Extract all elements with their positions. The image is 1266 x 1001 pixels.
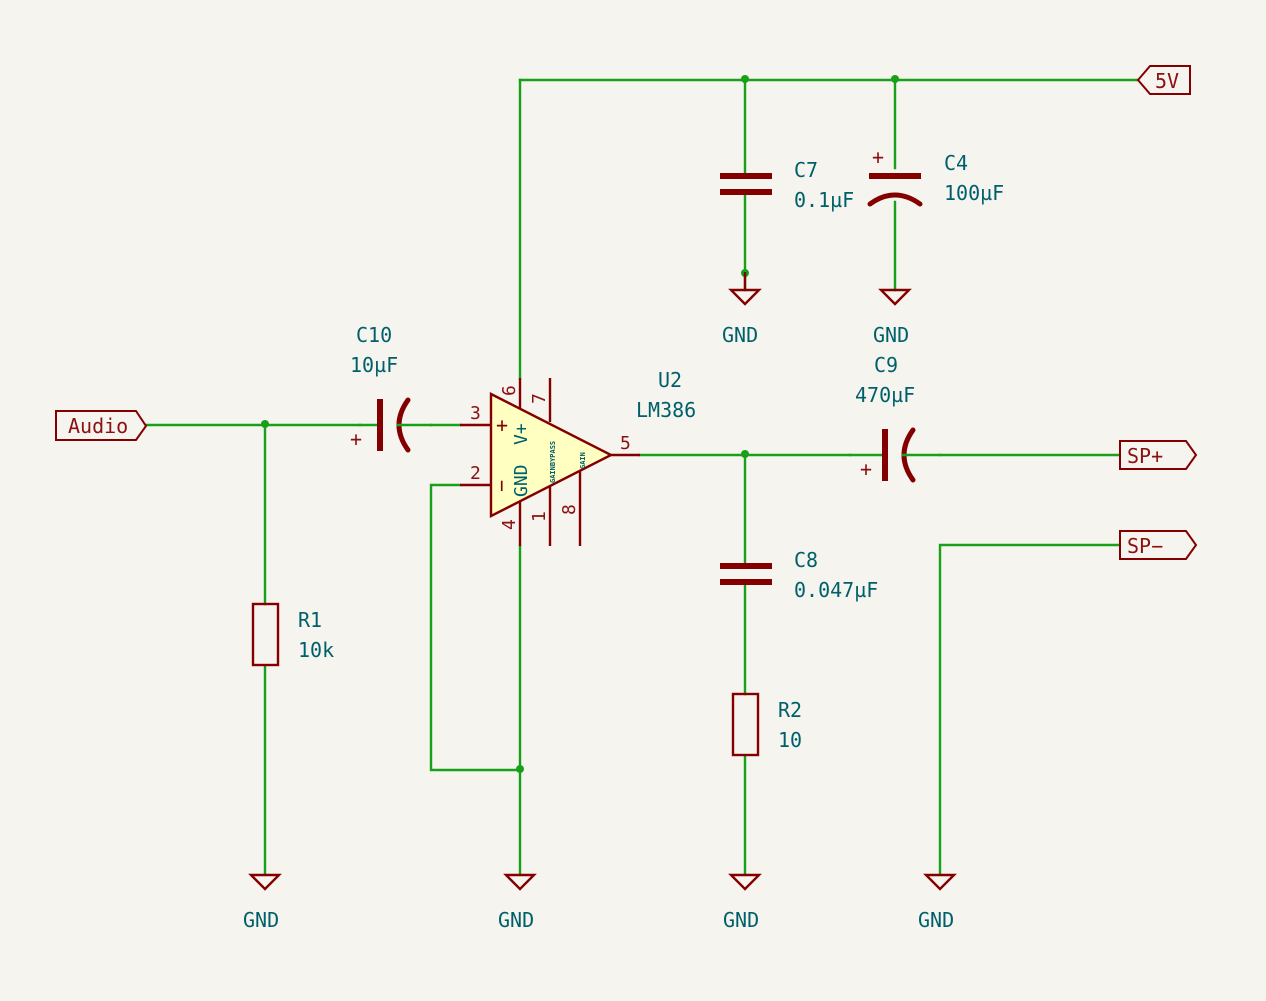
junction-dot — [741, 450, 749, 458]
u2-pin5-num: 5 — [620, 433, 631, 454]
port-sp-plus-label: SP+ — [1127, 444, 1163, 468]
gnd-symbol-c4: GND — [873, 288, 912, 347]
ic-u2-lm386: + − GND V+ GAINBYPASS GAIN 3 2 5 6 7 4 1… — [460, 368, 696, 546]
c7-value: 0.1µF — [794, 188, 854, 212]
u2-pin8-num: 8 — [559, 504, 580, 515]
gnd-symbol-r1: GND — [243, 873, 282, 932]
resistor-r1: R1 10k — [251, 602, 334, 667]
c4-ref: C4 — [944, 151, 968, 175]
resistor-r2: R2 10 — [731, 692, 802, 757]
gnd-label: GND — [498, 908, 534, 932]
port-audio: Audio — [55, 410, 148, 441]
c4-value: 100µF — [944, 181, 1004, 205]
junction-dot — [261, 420, 269, 428]
c10-polarity: + — [350, 427, 362, 451]
u2-pin6-num: 6 — [499, 385, 520, 396]
capacitor-c4: + C4 100µF — [867, 145, 1004, 207]
gnd-label: GND — [873, 323, 909, 347]
u2-pin3-num: 3 — [470, 403, 481, 424]
u2-value: LM386 — [636, 398, 696, 422]
r2-ref: R2 — [778, 698, 802, 722]
u2-pin1-num: 1 — [529, 511, 550, 522]
junction-dot — [516, 765, 524, 773]
r1-value: 10k — [298, 638, 334, 662]
port-sp-plus: SP+ — [1119, 440, 1198, 470]
gnd-symbol-c7: GND — [722, 272, 762, 347]
port-sp-minus: SP− — [1119, 530, 1198, 560]
u2-pin7-num: 7 — [529, 393, 550, 404]
c10-value: 10µF — [350, 353, 398, 377]
u2-vplus-text: V+ — [511, 423, 532, 445]
c9-value: 470µF — [855, 383, 915, 407]
port-sp-minus-label: SP− — [1127, 534, 1163, 558]
wire-u2-inv — [429, 483, 522, 772]
gnd-symbol-r2: GND — [723, 873, 762, 932]
capacitor-c10: + C10 10µF — [350, 323, 433, 453]
gnd-label: GND — [723, 908, 759, 932]
gnd-label: GND — [918, 908, 954, 932]
u2-noninv-mark: + — [496, 413, 508, 437]
u2-inv-mark: − — [489, 480, 513, 492]
port-5v: 5V — [1136, 65, 1191, 95]
c9-ref: C9 — [874, 353, 898, 377]
c9-polarity: + — [860, 457, 872, 481]
port-audio-label: Audio — [68, 414, 128, 438]
u2-pin4-num: 4 — [499, 519, 520, 530]
capacitor-c9: + C9 470µF — [848, 353, 942, 483]
c8-value: 0.047µF — [794, 578, 878, 602]
r1-ref: R1 — [298, 608, 322, 632]
u2-pin2-num: 2 — [470, 463, 481, 484]
capacitor-c7: C7 0.1µF — [720, 158, 854, 212]
gnd-symbol-sp: GND — [918, 873, 957, 932]
junction-dot — [891, 75, 899, 83]
c10-ref: C10 — [356, 323, 392, 347]
c7-ref: C7 — [794, 158, 818, 182]
u2-gnd-text: GND — [511, 464, 532, 497]
junction-dot — [741, 75, 749, 83]
wire-spminus — [938, 543, 1122, 876]
capacitor-c8: C8 0.047µF — [720, 548, 878, 602]
u2-ref: U2 — [658, 368, 682, 392]
c4-polarity: + — [872, 145, 884, 169]
c8-ref: C8 — [794, 548, 818, 572]
u2-gainbypass-text: GAINBYPASS — [549, 441, 557, 483]
r2-value: 10 — [778, 728, 802, 752]
gnd-label: GND — [243, 908, 279, 932]
gnd-label: GND — [722, 323, 758, 347]
u2-body — [489, 392, 614, 518]
port-5v-label: 5V — [1155, 69, 1179, 93]
u2-gain-text: GAIN — [579, 452, 587, 469]
gnd-symbol-u2: GND — [498, 873, 537, 932]
